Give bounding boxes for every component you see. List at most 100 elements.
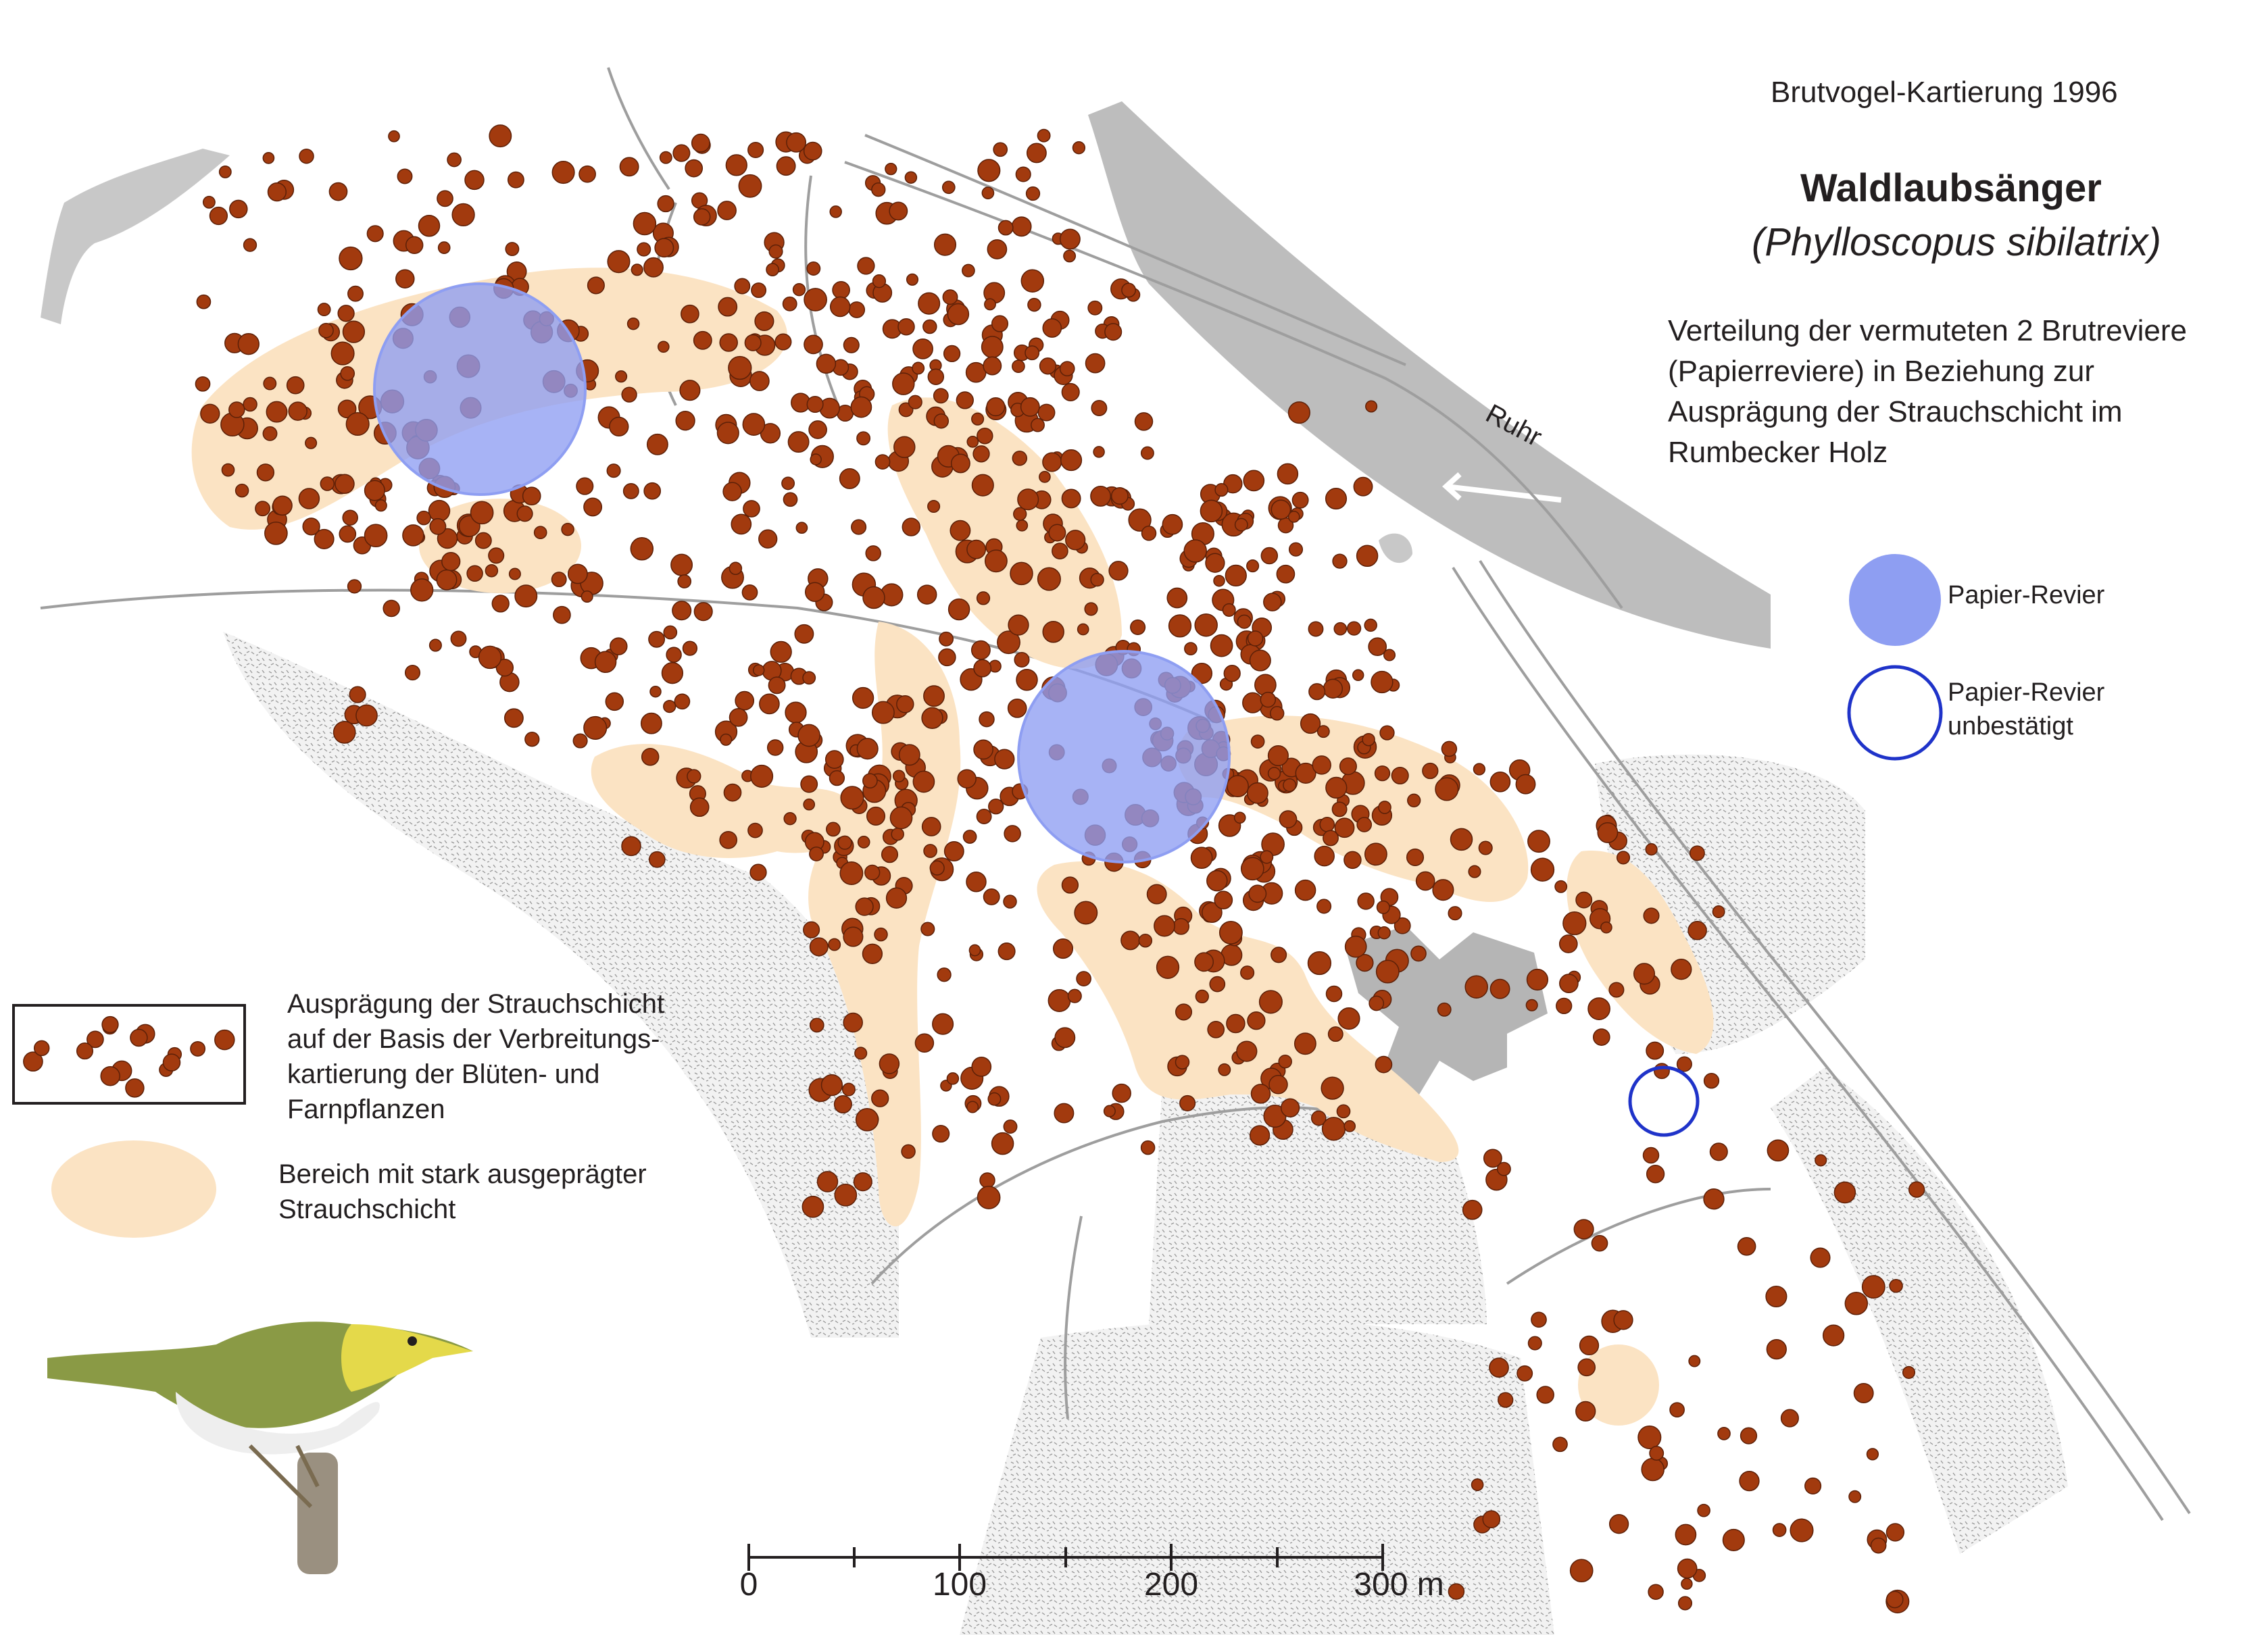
shrub-dot	[1293, 1032, 1316, 1055]
shrub-dot	[856, 738, 879, 760]
shrub-dot	[843, 1012, 863, 1033]
shrub-dot	[429, 518, 447, 535]
shrub-dot	[1415, 871, 1435, 891]
shrub-dot	[1077, 623, 1089, 636]
shrub-dot	[1300, 713, 1321, 734]
shrub-dot	[856, 431, 871, 446]
shrub-dot	[1072, 141, 1086, 155]
shrub-dot	[674, 693, 691, 710]
shrub-dot	[1183, 539, 1207, 563]
shrub-dot	[1356, 817, 1373, 832]
shrub-dot	[929, 860, 945, 876]
shrub-dot	[1450, 828, 1473, 851]
shrub-dot	[734, 278, 751, 295]
shrub-dot	[1336, 1104, 1351, 1119]
shrub-dot	[1489, 771, 1511, 793]
shrub-dot	[897, 318, 915, 336]
shrub-dot	[892, 770, 906, 782]
shrub-dot	[1325, 985, 1343, 1003]
shrub-dot	[1140, 446, 1154, 460]
shrub-dot	[803, 798, 816, 811]
shrub-dot	[298, 488, 320, 509]
shrub-dot	[641, 747, 660, 766]
shrub-dot	[1527, 830, 1550, 853]
shrub-dot	[478, 645, 502, 670]
shrub-dot	[912, 770, 935, 793]
shrub-dot	[416, 510, 431, 526]
shrub-dot	[345, 411, 370, 436]
shrub-dot	[1067, 988, 1082, 1003]
shrub-dot	[943, 841, 964, 861]
shrub-dot	[941, 180, 956, 195]
shrub-dot	[1712, 905, 1725, 918]
shrub-dot	[804, 582, 825, 602]
shrub-dot	[1271, 499, 1291, 520]
shrub-dot	[981, 336, 1004, 359]
shrub-dot	[262, 426, 278, 441]
shrub-dot	[828, 938, 841, 951]
shrub-dot	[1861, 1275, 1885, 1299]
shrub-dot	[923, 685, 945, 707]
shrub-dot	[749, 371, 770, 391]
shrub-dot	[1902, 1365, 1916, 1379]
shrub-dot	[839, 861, 864, 885]
shrub-dot	[1804, 1477, 1822, 1494]
shrub-dot	[1209, 976, 1226, 992]
shrub-dot	[1676, 1056, 1692, 1072]
shrub-dot	[1087, 300, 1103, 316]
shrub-dot	[1646, 1041, 1665, 1060]
shrub-dot	[1531, 1311, 1547, 1328]
shrub-dot	[984, 298, 996, 311]
shrub-dot	[984, 549, 1008, 573]
shrub-dot	[1260, 547, 1279, 565]
shrub-dot	[1587, 997, 1610, 1020]
field-south-west	[223, 632, 899, 1338]
shrub-dot	[1552, 1436, 1568, 1453]
shrub-dot	[209, 206, 228, 226]
shrub-dot	[927, 499, 941, 513]
legend-shrub-dot	[125, 1078, 145, 1098]
shrub-dot	[1283, 778, 1297, 793]
legend-shrub-dots-label: Ausprägung der Strauchschicht auf der Ba…	[287, 989, 665, 1124]
shrub-dot	[1473, 763, 1486, 776]
shrub-dot	[1356, 953, 1374, 972]
shrub-dot	[339, 525, 357, 543]
shrub-dot	[1294, 879, 1316, 901]
shrub-dot	[675, 411, 695, 431]
shrub-dot	[626, 317, 640, 330]
shrub-dot	[1577, 1358, 1596, 1377]
shrub-dot	[609, 416, 629, 437]
shrub-dot	[1608, 982, 1625, 998]
shrub-dot	[758, 529, 778, 549]
shrub-dot	[1669, 1402, 1685, 1418]
shrub-dot	[1249, 1125, 1271, 1146]
shrub-dot	[834, 1183, 858, 1207]
shrub-dot	[646, 433, 668, 455]
shrub-dot	[633, 211, 657, 236]
shrub-dot	[843, 336, 860, 353]
shrub-dot	[1697, 1503, 1710, 1517]
shrub-dot	[661, 662, 684, 684]
shrub-dot	[832, 280, 850, 299]
shrub-dot	[243, 238, 257, 252]
shrub-dot	[243, 397, 257, 412]
legend-shrub-dot	[33, 1040, 50, 1057]
shrub-dot	[966, 539, 987, 559]
shrub-dot	[441, 551, 461, 572]
shrub-dot	[607, 250, 631, 274]
shrub-dot	[643, 482, 662, 500]
shrub-dot	[474, 532, 492, 549]
shrub-dot	[776, 156, 796, 176]
shrub-dot	[1013, 507, 1027, 521]
shrub-dot	[1592, 1028, 1610, 1046]
shrub-dot	[1554, 880, 1568, 893]
shrub-dot	[1482, 1510, 1501, 1529]
shrub-dot	[921, 817, 941, 836]
shrub-dot	[1128, 508, 1152, 532]
shrub-dot	[804, 288, 827, 311]
shrub-dot	[1703, 1073, 1720, 1089]
shrub-dot	[397, 168, 413, 184]
shrub-dot	[630, 537, 654, 561]
shrub-dot	[741, 584, 758, 601]
